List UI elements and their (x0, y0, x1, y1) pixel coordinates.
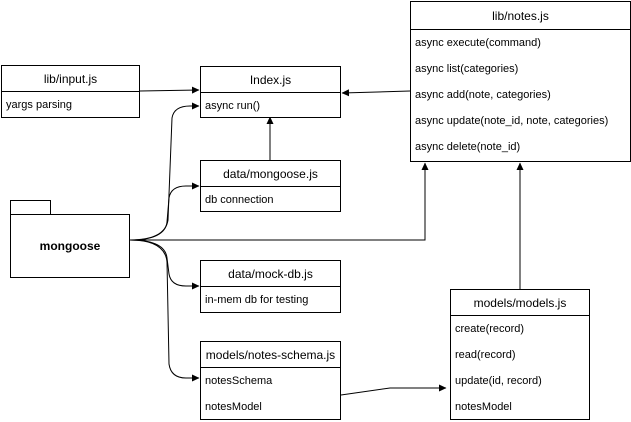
notes-js-item: async update(note_id, note, categories) (415, 115, 609, 127)
index-js-class-box[interactable]: Index.js async run() (200, 66, 341, 118)
edge-package-to-mongoose-data (129, 182, 200, 241)
edge-schema-to-models (340, 384, 447, 396)
edge-package-to-index (129, 102, 200, 241)
notes-schema-class-box[interactable]: models/notes-schema.js notesSchema notes… (200, 341, 341, 420)
index-js-title: Index.js (201, 67, 340, 93)
mongoose-package-tab (10, 200, 51, 215)
edge-notes-to-index (341, 89, 411, 97)
mongoose-package[interactable]: mongoose (10, 214, 130, 278)
notes-schema-item: notesSchema (205, 375, 273, 387)
edge-input-to-index (139, 86, 200, 94)
mock-db-title: data/mock-db.js (201, 261, 340, 287)
index-js-item: async run() (205, 100, 261, 112)
input-js-class-box[interactable]: lib/input.js yargs parsing (1, 65, 140, 118)
edge-package-to-schema (129, 239, 200, 382)
mock-db-item: in-mem db for testing (205, 294, 309, 306)
input-js-title: lib/input.js (2, 66, 139, 92)
models-js-item: read(record) (455, 349, 516, 361)
mongoose-data-item: db connection (205, 194, 274, 206)
models-js-class-box[interactable]: models/models.js create(record) read(rec… (450, 289, 590, 420)
input-js-item: yargs parsing (6, 99, 73, 111)
models-js-item: create(record) (455, 323, 525, 335)
notes-js-item: async list(categories) (415, 63, 519, 75)
notes-js-title: lib/notes.js (411, 2, 630, 30)
models-js-item: update(id, record) (455, 375, 542, 387)
notes-js-class-box[interactable]: lib/notes.js async execute(command) asyn… (410, 1, 631, 162)
notes-js-item: async delete(note_id) (415, 141, 521, 153)
models-js-item: notesModel (455, 401, 512, 413)
mongoose-data-title: data/mongoose.js (201, 161, 340, 187)
mock-db-class-box[interactable]: data/mock-db.js in-mem db for testing (200, 260, 341, 313)
notes-schema-item: notesModel (205, 401, 262, 413)
edge-package-to-notes (130, 162, 429, 241)
models-js-title: models/models.js (451, 290, 589, 316)
mongoose-data-class-box[interactable]: data/mongoose.js db connection (200, 160, 341, 212)
mongoose-package-label: mongoose (39, 239, 101, 253)
edge-package-to-mock-db (129, 239, 200, 290)
notes-schema-title: models/notes-schema.js (201, 342, 340, 368)
notes-js-item: async add(note, categories) (415, 89, 551, 101)
notes-js-item: async execute(command) (415, 37, 541, 49)
